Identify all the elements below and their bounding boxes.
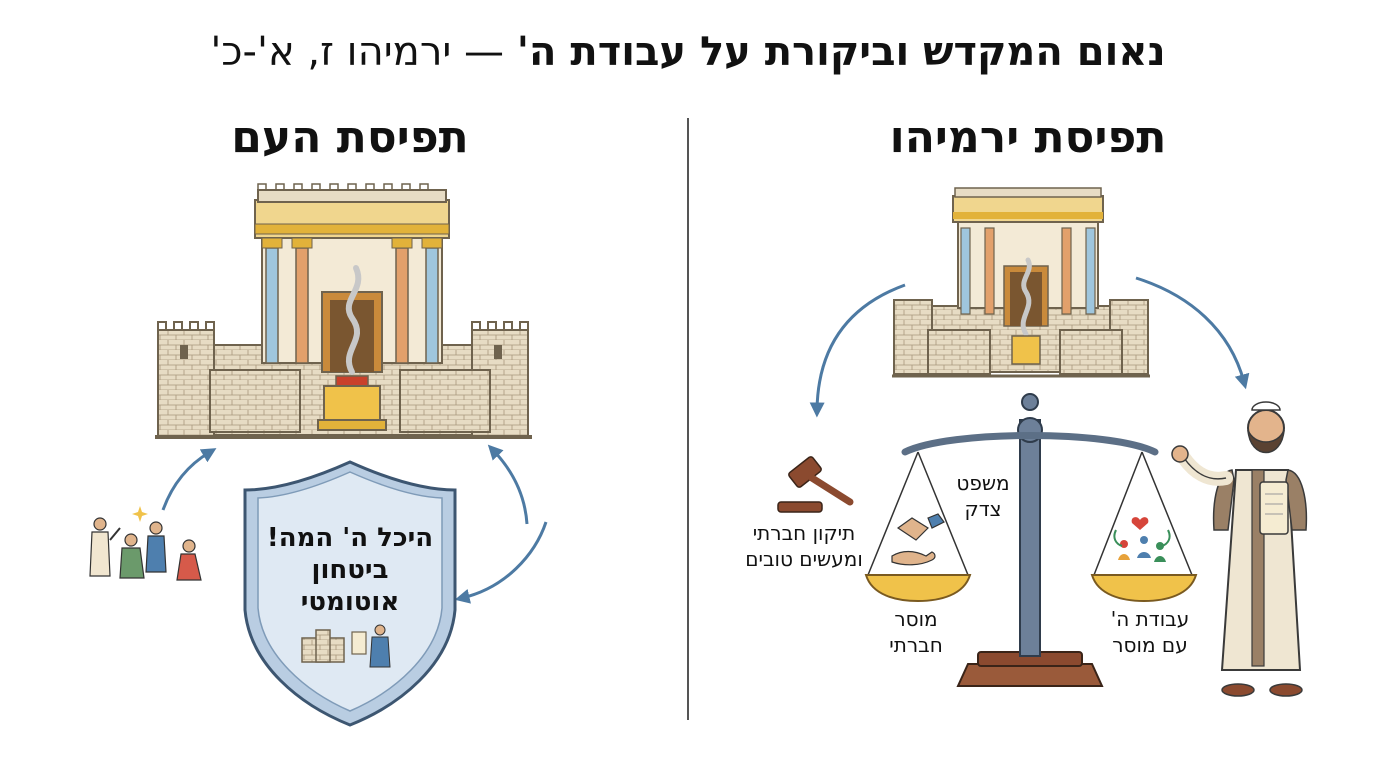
worship-line-2: עם מוסר <box>1112 633 1188 657</box>
social-morality-line-1: מוסר <box>894 607 938 631</box>
gavel-label: תיקון חברתי ומעשים טובים <box>726 520 882 572</box>
social-morality-label: מוסר חברתי <box>866 606 966 658</box>
gavel-label-line-2: ומעשים טובים <box>745 547 863 571</box>
page-title: נאום המקדש וביקורת על עבודת ה' — ירמיהו … <box>0 22 1376 82</box>
center-divider <box>687 118 689 720</box>
people-view-heading: תפיסת העם <box>231 112 469 163</box>
gavel-label-line-1: תיקון חברתי <box>752 521 856 545</box>
shield-line-1: היכל ה' המה! <box>266 523 434 553</box>
jeremiah-view-heading: תפיסת ירמיהו <box>889 112 1167 163</box>
arrows-right <box>809 276 1250 418</box>
gavel-icon <box>777 456 854 513</box>
cycle-arrows-left <box>161 444 548 604</box>
title-main: נאום המקדש וביקורת על עבודת ה' <box>516 29 1166 75</box>
prophet-figure-icon <box>1171 401 1308 697</box>
scale-of-justice-icon <box>864 393 1198 687</box>
justice-label: משפט צדק <box>938 470 1028 522</box>
praying-people-icon <box>89 506 202 581</box>
shield-line-2: ביטחון <box>311 555 389 585</box>
justice-label-line-2: צדק <box>964 497 1002 521</box>
shield-icon <box>243 460 457 727</box>
temple-icon-left <box>155 183 532 439</box>
shield-text: היכל ה' המה! ביטחון אוטומטי <box>250 522 450 618</box>
justice-label-line-1: משפט <box>956 471 1010 495</box>
worship-line-1: עבודת ה' <box>1110 607 1190 631</box>
social-morality-line-2: חברתי <box>889 633 943 657</box>
worship-with-morality-label: עבודת ה' עם מוסר <box>1090 606 1210 658</box>
shield-line-3: אוטומטי <box>300 587 400 617</box>
temple-icon-right <box>892 187 1150 378</box>
title-source: — ירמיהו ז, א'-כ' <box>210 29 517 75</box>
